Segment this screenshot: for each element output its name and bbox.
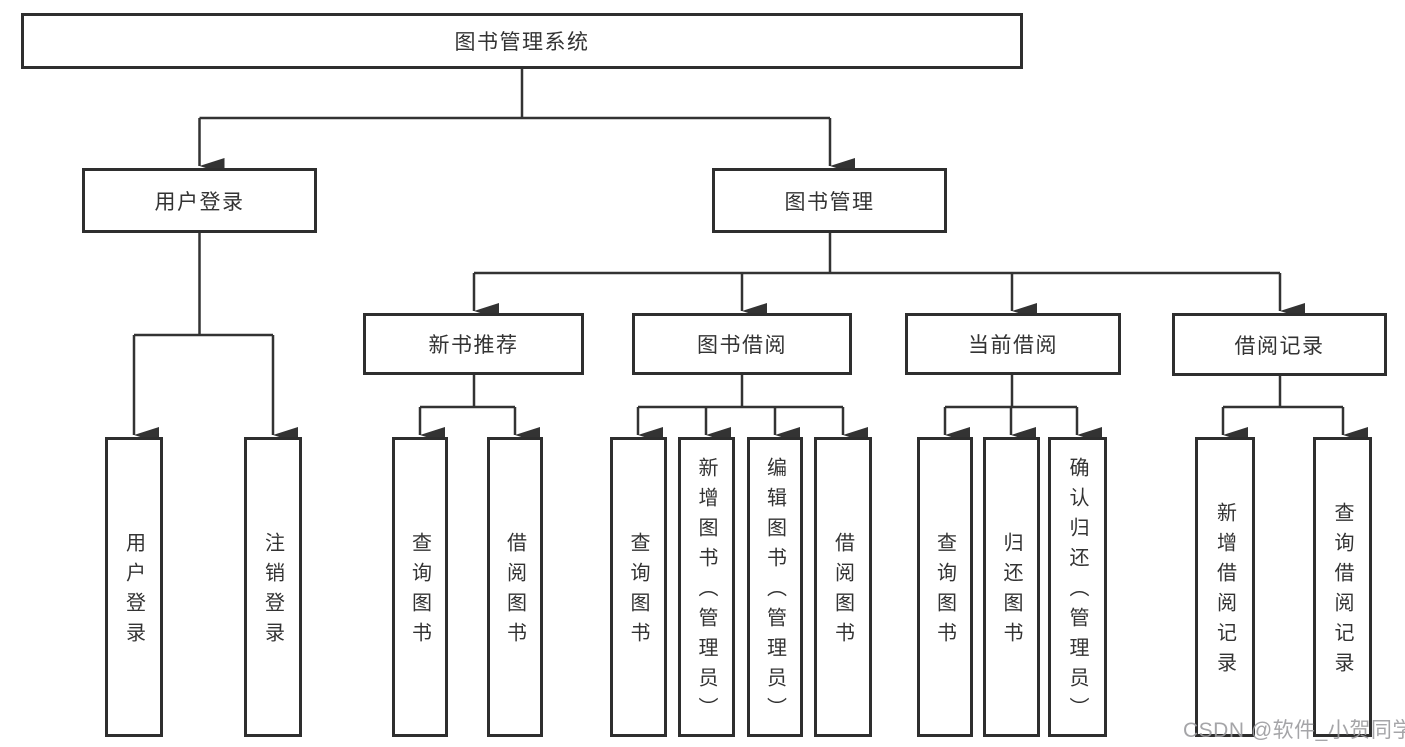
leaf-label: 新增图书（管理员） [695, 457, 717, 727]
leaf-label: 借阅图书 [503, 532, 526, 652]
leaf-label: 查询图书 [627, 532, 649, 652]
csdn-watermark: CSDN @软件_小贺同学 [1183, 719, 1405, 742]
leaf-label: 借阅图书 [831, 532, 854, 652]
leaf-borrow-add-books-admin: 新增图书（管理员） [678, 437, 735, 737]
leaf-user-login: 用户登录 [105, 437, 163, 737]
leaf-newbook-query-books: 查询图书 [392, 437, 448, 737]
node-current-borrow: 当前借阅 [905, 313, 1121, 375]
leaf-label: 归还图书 [1000, 532, 1022, 652]
leaf-label: 编辑图书（管理员） [763, 457, 786, 727]
node-root-library-system: 图书管理系统 [21, 13, 1023, 69]
leaf-records-query-record: 查询借阅记录 [1313, 437, 1372, 737]
leaf-borrow-edit-books-admin: 编辑图书（管理员） [747, 437, 803, 737]
leaf-label: 查询图书 [933, 532, 956, 652]
leaf-label: 查询借阅记录 [1331, 502, 1353, 682]
node-borrow-records: 借阅记录 [1172, 313, 1387, 376]
connector-stems [134, 69, 1343, 409]
node-new-book-recommend: 新书推荐 [363, 313, 584, 375]
leaf-current-query-books: 查询图书 [917, 437, 973, 737]
leaf-logout: 注销登录 [244, 437, 302, 737]
leaf-label: 用户登录 [122, 532, 145, 652]
node-user-login: 用户登录 [82, 168, 317, 233]
leaf-label: 注销登录 [261, 532, 284, 652]
leaf-label: 新增借阅记录 [1213, 502, 1236, 682]
node-book-borrow: 图书借阅 [632, 313, 852, 375]
leaf-current-confirm-return-admin: 确认归还（管理员） [1048, 437, 1107, 737]
leaf-borrow-borrow-books: 借阅图书 [814, 437, 872, 737]
leaf-records-add-record: 新增借阅记录 [1195, 437, 1255, 737]
leaf-newbook-borrow-books: 借阅图书 [487, 437, 543, 737]
leaf-borrow-query-books: 查询图书 [610, 437, 667, 737]
leaf-current-return-books: 归还图书 [983, 437, 1040, 737]
leaf-label: 确认归还（管理员） [1066, 457, 1088, 727]
node-book-management: 图书管理 [712, 168, 947, 233]
leaf-label: 查询图书 [408, 532, 431, 652]
